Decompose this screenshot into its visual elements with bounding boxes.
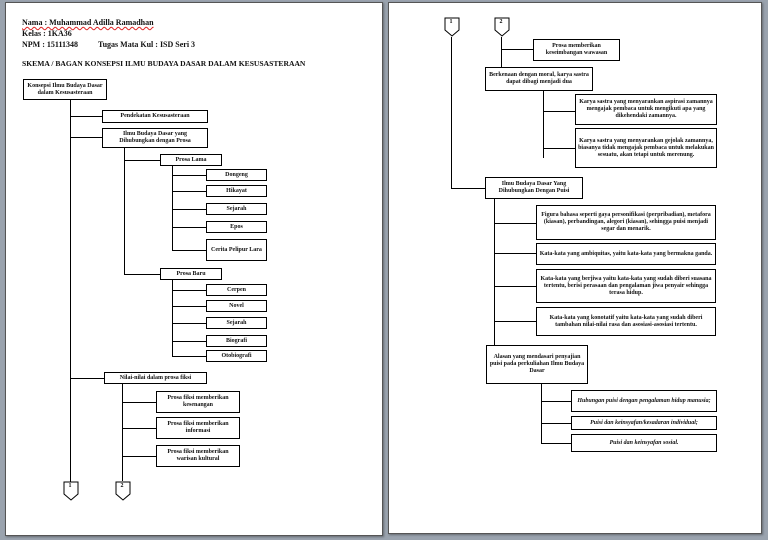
connector-line xyxy=(541,401,571,402)
box-alasan-item: Puisi dan keinsyafan sosial. xyxy=(571,434,717,452)
connector-line xyxy=(172,323,206,324)
connector-line xyxy=(172,175,206,176)
box-prosa-lama-item: Sejarah xyxy=(206,203,267,215)
box-prosa-baru-item: Cerpen xyxy=(206,284,267,296)
connector-line xyxy=(172,356,206,357)
box-alasan: Alasan yang mendasari penyajian puisi pa… xyxy=(486,345,588,384)
box-root: Konsepsi Ilmu Budaya Dasar dalam Kesusas… xyxy=(23,79,107,100)
connector-line xyxy=(70,100,71,482)
document-page-2: 1 2 Prosa memberikan keseimbangan wawasa… xyxy=(388,2,762,534)
connector-line xyxy=(122,402,156,403)
header-tugas: Tugas Mata Kul : ISD Seri 3 xyxy=(98,40,196,49)
box-nilai-item: Prosa fiksi memberikan kesenangan xyxy=(156,391,240,413)
connector-line xyxy=(70,137,102,138)
header-npm: NPM : 15111348 xyxy=(22,40,78,49)
box-prosa-baru-item: Biografi xyxy=(206,335,267,347)
box-prosa-lama-item: Hikayat xyxy=(206,185,267,197)
box-prosa-lama: Prosa Lama xyxy=(160,154,222,166)
connector-line xyxy=(172,341,206,342)
connector-line xyxy=(172,166,173,251)
connector-line xyxy=(541,423,571,424)
connector-line xyxy=(494,223,536,224)
box-keseimbangan: Prosa memberikan keseimbangan wawasan xyxy=(533,39,620,61)
connector-line xyxy=(541,443,571,444)
box-nilai: Nilai-nilai dalam prosa fiksi xyxy=(104,372,207,384)
connector-line xyxy=(172,280,173,356)
box-nilai-item: Prosa fiksi memberikan warisan kultural xyxy=(156,445,240,467)
connector-line xyxy=(494,199,495,355)
connector-line xyxy=(543,111,575,112)
box-prosa-baru-item: Sejarah xyxy=(206,317,267,329)
box-puisi-item: Kata-kata yang berjiwa yaitu kata-kata y… xyxy=(536,269,716,303)
connector-line xyxy=(451,188,485,189)
box-pendekatan: Pendekatan Kesusasteraan xyxy=(102,110,208,123)
box-moral: Berkenaan dengan moral, karya sastra dap… xyxy=(485,67,593,91)
box-ibd-puisi: Ilmu Budaya Dasar Yang Dihubungkan Denga… xyxy=(485,177,583,199)
box-puisi-item: Figura bahasa seperti gaya personifikasi… xyxy=(536,205,716,240)
connector-line xyxy=(172,191,206,192)
box-nilai-item: Prosa fiksi memberikan informasi xyxy=(156,417,240,439)
connector-line xyxy=(451,37,452,189)
offpage-connector-1: 1 xyxy=(444,17,460,37)
box-prosa-baru-item: Otobiografi xyxy=(206,350,267,362)
connector-line xyxy=(172,306,206,307)
document-page-1: Nama : Muhammad Adilla Ramadhan Kelas : … xyxy=(5,2,383,536)
connector-line xyxy=(494,286,536,287)
connector-line xyxy=(172,209,206,210)
connector-line xyxy=(122,384,123,481)
connector-line xyxy=(124,274,160,275)
connector-line xyxy=(543,91,544,158)
box-puisi-item: Kata-kata yang ambiquitas, yaitu kata-ka… xyxy=(536,243,716,265)
connector-line xyxy=(541,384,542,444)
connector-line xyxy=(122,456,156,457)
box-prosa-baru: Prosa Baru xyxy=(160,268,222,280)
box-ibd-prosa: Ilmu Budaya Dasar yang Dihubungkan denga… xyxy=(102,128,208,148)
box-alasan-item: Hubungan puisi dengan pengalaman hidup m… xyxy=(571,390,717,412)
connector-line xyxy=(122,428,156,429)
box-alasan-item: Puisi dan keinsyafan/kesadaran individua… xyxy=(571,416,717,430)
connector-line xyxy=(172,227,206,228)
connector-line xyxy=(70,378,104,379)
box-puisi-item: Kata-kata yang konotatif yaitu kata-kata… xyxy=(536,307,716,336)
connector-line xyxy=(494,253,536,254)
connector-line xyxy=(124,160,160,161)
connector-line xyxy=(172,250,206,251)
header-nama: Nama : Muhammad Adilla Ramadhan xyxy=(22,18,154,27)
box-prosa-lama-item: Epos xyxy=(206,221,267,233)
offpage-connector-2: 2 xyxy=(494,17,510,37)
box-prosa-lama-item: Dongeng xyxy=(206,169,267,181)
connector-line xyxy=(501,49,533,50)
offpage-connector-1: 1 xyxy=(63,481,79,501)
connector-line xyxy=(543,148,575,149)
document-title: SKEMA / BAGAN KONSEPSI ILMU BUDAYA DASAR… xyxy=(22,59,306,68)
connector-line xyxy=(124,148,125,275)
connector-line xyxy=(172,290,206,291)
box-prosa-baru-item: Novel xyxy=(206,300,267,312)
box-moral-item: Karya sastra yang menyarankan aspirasi z… xyxy=(575,94,717,125)
box-moral-item: Karya sastra yang menyarankan gejolak za… xyxy=(575,128,717,168)
offpage-connector-2: 2 xyxy=(115,481,131,501)
connector-line xyxy=(70,116,102,117)
box-prosa-lama-item: Cerita Pelipur Lara xyxy=(206,239,267,261)
connector-line xyxy=(494,321,536,322)
header-kelas: Kelas : 1KA36 xyxy=(22,29,72,38)
connector-line xyxy=(501,37,502,75)
